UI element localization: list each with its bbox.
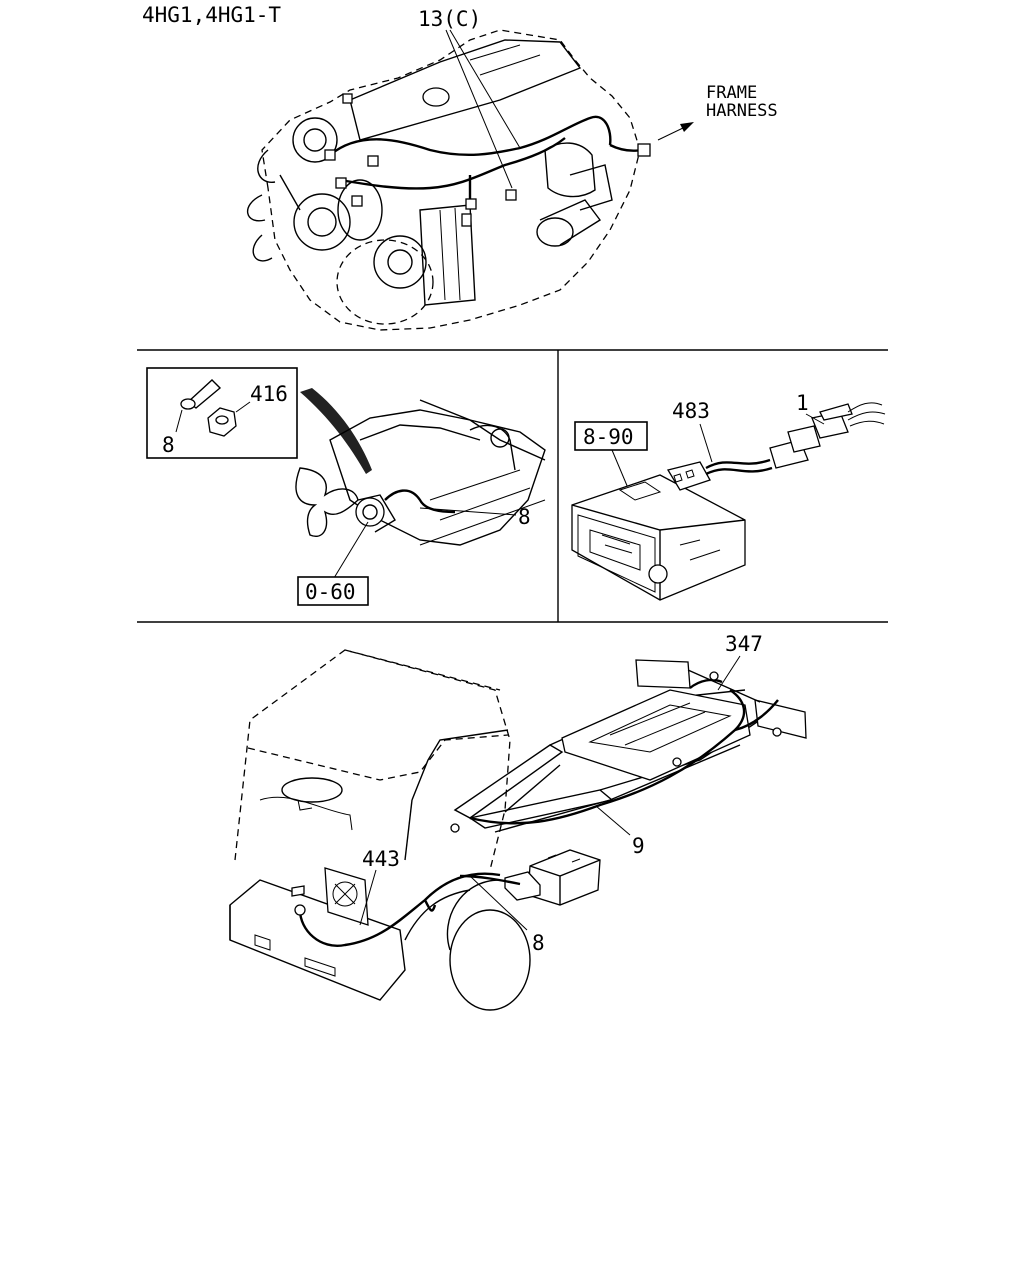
- harness-ref-8-label: 8: [518, 505, 531, 529]
- inset-ref-416-label: 416: [250, 382, 288, 406]
- engine-codes-label: 4HG1,4HG1-T: [142, 3, 281, 27]
- connector-ref-1-label: 1: [796, 391, 809, 415]
- leader-8-90: [611, 449, 629, 489]
- chassis-ref-443-label: 443: [362, 847, 400, 871]
- leader-8-chassis: [469, 875, 528, 931]
- chassis-frame-illustration: [450, 659, 807, 833]
- leader-13c-b: [449, 29, 521, 149]
- leader-8-detail: [419, 507, 517, 516]
- engine-illustration: [246, 29, 651, 331]
- detail-engine-illustration: [295, 399, 546, 546]
- section-ref-0-60-label: 0-60: [305, 580, 356, 604]
- frame-harness-label-line2: HARNESS: [706, 101, 778, 121]
- inset-ref-8-label: 8: [162, 433, 175, 457]
- leader-347: [717, 655, 741, 691]
- leader-0-60: [333, 521, 369, 579]
- leader-9: [595, 805, 631, 836]
- chassis-ref-347-label: 347: [725, 632, 763, 656]
- section-ref-box: [297, 576, 369, 606]
- leader-13c-a: [445, 29, 513, 189]
- frame-harness-label-line1: FRAME: [706, 83, 757, 103]
- truck-cab-illustration: [229, 649, 601, 1011]
- radio-section-ref-label: 8-90: [583, 425, 634, 449]
- radio-section-ref-box: [574, 421, 648, 451]
- connector-harness: [666, 402, 886, 491]
- leader-1: [805, 413, 825, 425]
- inset-box: [146, 367, 298, 459]
- frame-harness-arrow-icon: [657, 122, 694, 141]
- radio-unit: [571, 474, 746, 601]
- zoom-wedge: [300, 388, 372, 474]
- harness-ref-13c-label: 13(C): [418, 7, 481, 31]
- chassis-ref-8-label: 8: [532, 931, 545, 955]
- chassis-ref-9-label: 9: [632, 834, 645, 858]
- connector-harness-ref-483-label: 483: [672, 399, 710, 423]
- leader-483: [699, 423, 713, 463]
- leader-443: [359, 869, 377, 926]
